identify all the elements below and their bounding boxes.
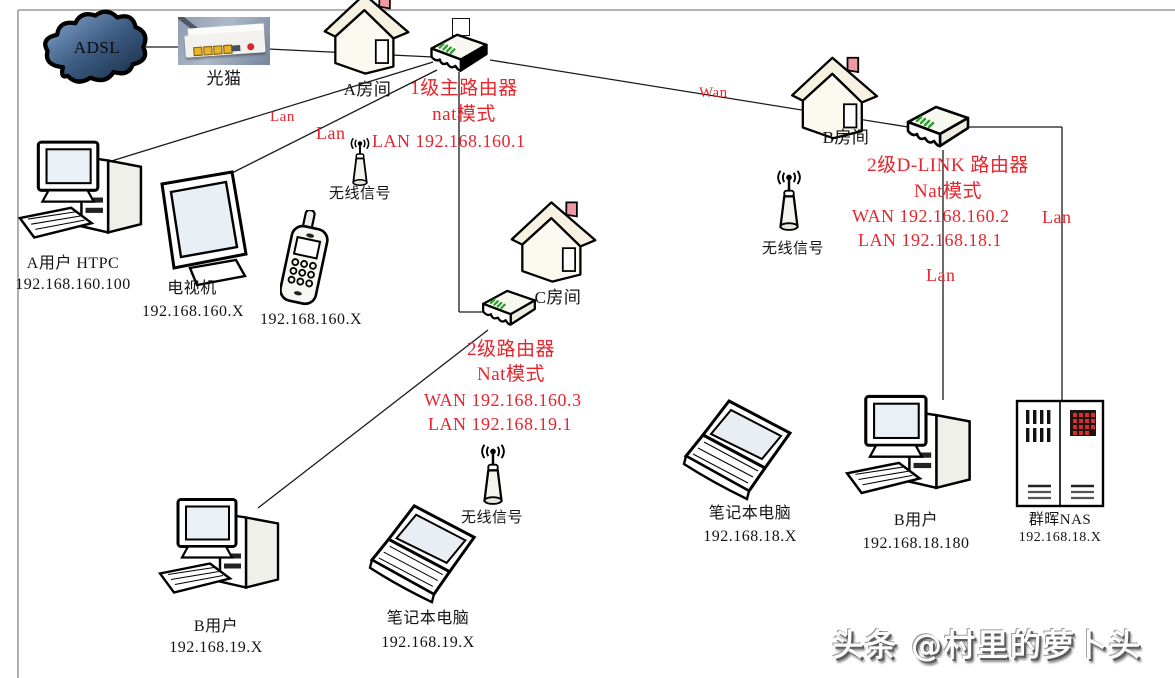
modem-label: 光猫 xyxy=(206,69,242,88)
tv-name-label: 电视机 xyxy=(167,280,217,297)
laptop-18-name-label: 笔记本电脑 xyxy=(708,505,792,522)
nas-icon xyxy=(1015,399,1105,508)
link-label-lan-2: Lan xyxy=(316,123,346,143)
router-b-wan-ip: WAN 192.168.160.2 xyxy=(852,206,1010,226)
laptop-18-ip-label: 192.168.18.X xyxy=(703,528,797,545)
pc-b18-ip-label: 192.168.18.180 xyxy=(862,535,970,552)
htpc-desktop-icon xyxy=(17,140,143,239)
router-b-icon xyxy=(906,105,970,148)
link-router-c-pc xyxy=(257,329,489,509)
laptop-19-ip-label: 192.168.19.X xyxy=(381,634,475,651)
link-router-a-tv xyxy=(205,69,438,187)
link-label-lan-pc: Lan xyxy=(926,265,956,285)
wireless-a-label: 无线信号 xyxy=(328,186,391,202)
router-c-title: 2级路由器 xyxy=(466,339,555,360)
phone-icon xyxy=(280,210,329,306)
adsl-cloud-icon xyxy=(43,9,148,84)
router-a-lan-ip: LAN 192.168.160.1 xyxy=(372,131,526,151)
laptop-19-name-label: 笔记本电脑 xyxy=(386,610,470,627)
laptop-18-icon xyxy=(682,399,793,501)
adsl-label: ADSL xyxy=(73,38,121,57)
router-b-lan-ip: LAN 192.168.18.1 xyxy=(858,230,1002,250)
pc-b19-name-label: B用户 xyxy=(193,618,239,635)
house-b-icon xyxy=(790,56,879,140)
wireless-antenna-c-icon xyxy=(481,444,505,505)
link-label-wan: Wan xyxy=(699,85,728,101)
router-c-wan-ip: WAN 192.168.160.3 xyxy=(424,390,582,410)
wireless-antenna-b-icon xyxy=(777,170,801,231)
router-a-icon xyxy=(430,33,488,72)
tv-ip-label: 192.168.160.X xyxy=(141,303,245,320)
router-c-icon xyxy=(482,289,536,326)
phone-ip-label: 192.168.160.X xyxy=(259,311,363,328)
laptop-19-icon xyxy=(368,503,477,604)
pc-b18-desktop-icon xyxy=(845,394,971,495)
pc-b18-name-label: B用户 xyxy=(893,512,939,529)
router-a-mode: nat模式 xyxy=(432,104,496,125)
wireless-c-label: 无线信号 xyxy=(460,510,523,526)
nas-name-label: 群晖NAS xyxy=(1028,512,1092,528)
router-a-title: 1级主路由器 xyxy=(410,78,518,99)
tv-icon xyxy=(160,170,248,287)
watermark-text: 头条 @村里的萝卜头 xyxy=(832,628,1142,664)
htpc-ip-label: 192.168.160.100 xyxy=(15,276,131,293)
wireless-antenna-a-icon xyxy=(350,137,370,186)
htpc-name-label: A用户 HTPC xyxy=(26,255,120,272)
router-c-lan-ip: LAN 192.168.19.1 xyxy=(428,414,572,434)
room-b-label: B房间 xyxy=(822,128,870,147)
room-a-label: A房间 xyxy=(343,80,392,99)
router-c-mode: Nat模式 xyxy=(477,364,545,385)
house-c-icon xyxy=(510,201,597,283)
pc-b19-ip-label: 192.168.19.X xyxy=(169,639,263,656)
optical-modem-photo xyxy=(178,17,270,65)
pc-b19-desktop-icon xyxy=(158,498,280,594)
router-b-title: 2级D-LINK 路由器 xyxy=(867,155,1029,176)
wireless-b-label: 无线信号 xyxy=(761,241,824,257)
link-router-a-htpc xyxy=(104,61,434,164)
house-a-icon xyxy=(323,0,410,75)
nas-ip-label: 192.168.18.X xyxy=(1018,530,1102,545)
link-label-lan-nas: Lan xyxy=(1042,207,1072,227)
room-c-label: C房间 xyxy=(534,288,582,307)
link-label-lan-1: Lan xyxy=(270,109,295,125)
router-b-mode: Nat模式 xyxy=(914,181,982,202)
